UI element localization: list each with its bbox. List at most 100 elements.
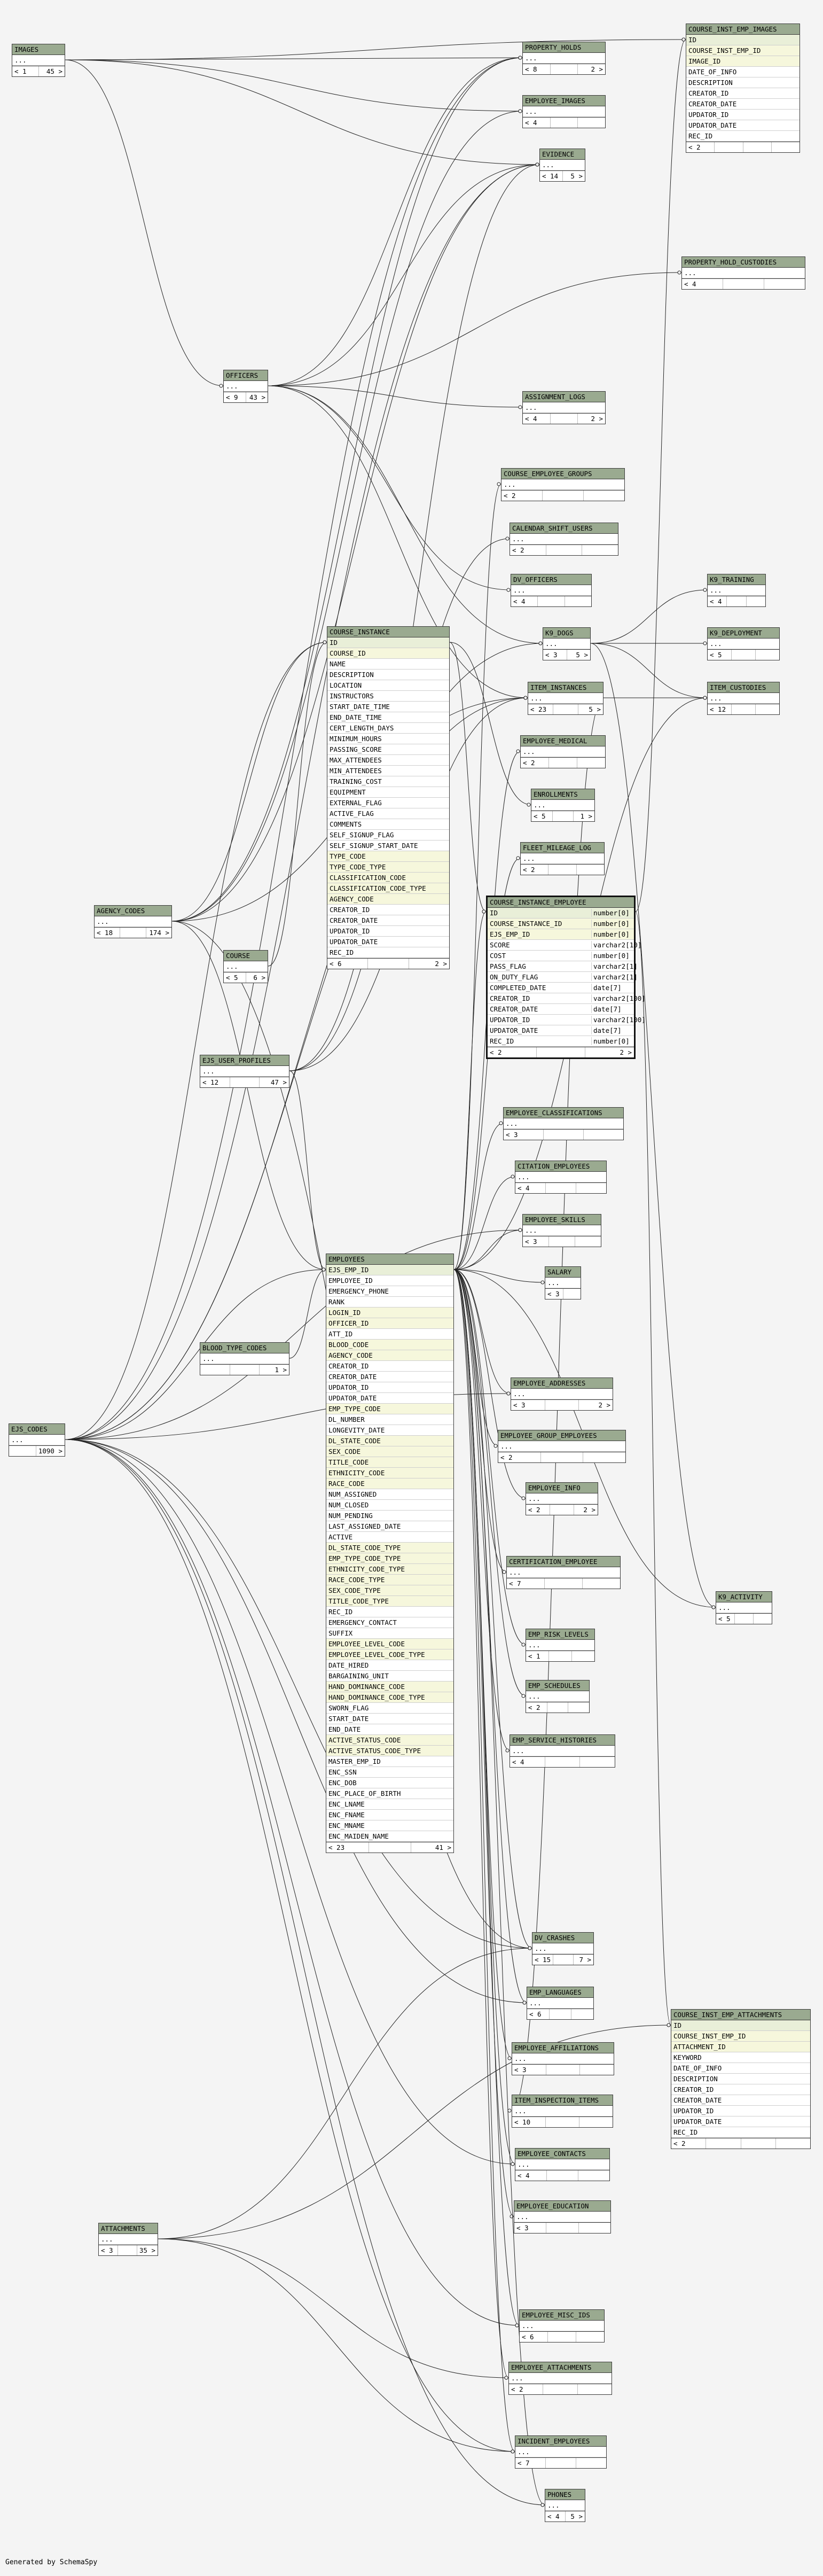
table-name[interactable]: EVIDENCE (540, 149, 585, 160)
table-name[interactable]: INCIDENT_EMPLOYEES (515, 2436, 606, 2447)
table-name[interactable]: EMPLOYEES (326, 1254, 453, 1265)
table-name[interactable]: OFFICERS (224, 370, 268, 381)
table-emp-risk-levels[interactable]: EMP_RISK_LEVELS...< 1 (526, 1629, 595, 1662)
table-name[interactable]: BLOOD_TYPE_CODES (200, 1343, 289, 1353)
table-name[interactable]: EMPLOYEE_INFO (526, 1483, 598, 1493)
table-name[interactable]: CERTIFICATION_EMPLOYEE (507, 1557, 620, 1567)
table-name[interactable]: DV_OFFICERS (511, 574, 591, 585)
table-name[interactable]: COURSE (224, 951, 268, 961)
table-name[interactable]: SALARY (545, 1267, 581, 1278)
table-employee-images[interactable]: EMPLOYEE_IMAGES...< 4 (522, 95, 606, 128)
table-name[interactable]: EMP_LANGUAGES (527, 1987, 593, 1998)
table-name[interactable]: K9_TRAINING (708, 574, 765, 585)
table-employee-classifications[interactable]: EMPLOYEE_CLASSIFICATIONS...< 3 (503, 1107, 624, 1140)
table-employee-affiliations[interactable]: EMPLOYEE_AFFILIATIONS...< 3 (512, 2042, 614, 2075)
table-name[interactable]: EMPLOYEE_IMAGES (523, 96, 605, 106)
table-name[interactable]: ATTACHMENTS (99, 2223, 158, 2234)
table-name[interactable]: COURSE_INST_EMP_ATTACHMENTS (671, 2010, 810, 2020)
table-name[interactable]: EMPLOYEE_GROUP_EMPLOYEES (498, 1430, 625, 1441)
table-name[interactable]: EJS_USER_PROFILES (200, 1055, 289, 1066)
table-name[interactable]: EMP_SCHEDULES (526, 1680, 589, 1691)
table-name[interactable]: ASSIGNMENT_LOGS (523, 392, 605, 402)
table-name[interactable]: EMPLOYEE_SKILLS (523, 1215, 601, 1225)
table-course-employee-groups[interactable]: COURSE_EMPLOYEE_GROUPS...< 2 (501, 468, 625, 501)
table-name[interactable]: EMPLOYEE_ATTACHMENTS (509, 2362, 612, 2373)
table-name[interactable]: K9_DEPLOYMENT (708, 628, 779, 639)
table-name[interactable]: EMPLOYEE_MISC_IDS (520, 2310, 604, 2321)
table-name[interactable]: ITEM_INSTANCES (528, 682, 603, 693)
table-name[interactable]: ITEM_INSPECTION_ITEMS (512, 2095, 613, 2106)
table-name[interactable]: COURSE_INSTANCE (327, 627, 449, 637)
table-employee-skills[interactable]: EMPLOYEE_SKILLS...< 3 (522, 1214, 601, 1247)
table-name[interactable]: EMPLOYEE_EDUCATION (514, 2201, 610, 2212)
table-emp-languages[interactable]: EMP_LANGUAGES...< 6 (527, 1987, 594, 2020)
table-name[interactable]: EMP_RISK_LEVELS (526, 1629, 594, 1640)
table-employee-medical[interactable]: EMPLOYEE_MEDICAL...< 2 (520, 735, 606, 768)
table-emp-schedules[interactable]: EMP_SCHEDULES...< 2 (526, 1680, 590, 1713)
table-name[interactable]: EMPLOYEE_CLASSIFICATIONS (504, 1108, 623, 1118)
table-item-inspection-items[interactable]: ITEM_INSPECTION_ITEMS...< 10 (512, 2095, 613, 2128)
table-name[interactable]: COURSE_INST_EMP_IMAGES (686, 24, 800, 35)
table-name[interactable]: PROPERTY_HOLDS (523, 42, 605, 53)
table-salary[interactable]: SALARY...< 3 (545, 1266, 581, 1299)
table-name[interactable]: EMPLOYEE_CONTACTS (515, 2149, 609, 2159)
table-citation-employees[interactable]: CITATION_EMPLOYEES...< 4 (515, 1161, 607, 1194)
table-name[interactable]: PHONES (545, 2489, 585, 2500)
table-name[interactable]: EJS_CODES (9, 1424, 65, 1435)
table-k9-deployment[interactable]: K9_DEPLOYMENT...< 5 (707, 627, 780, 660)
table-k9-training[interactable]: K9_TRAINING...< 4 (707, 574, 766, 607)
table-name[interactable]: EMPLOYEE_ADDRESSES (511, 1378, 613, 1389)
table-name[interactable]: K9_DOGS (543, 628, 590, 639)
table-name[interactable]: COURSE_INSTANCE_EMPLOYEE (488, 897, 634, 908)
table-name[interactable]: EMP_SERVICE_HISTORIES (510, 1735, 615, 1746)
table-name[interactable]: ENROLLMENTS (531, 789, 594, 800)
table-name[interactable]: EMPLOYEE_MEDICAL (521, 736, 605, 746)
table-name[interactable]: ITEM_CUSTODIES (708, 682, 779, 693)
table-item-custodies[interactable]: ITEM_CUSTODIES...< 12 (707, 682, 780, 715)
table-employee-contacts[interactable]: EMPLOYEE_CONTACTS...< 4 (515, 2148, 610, 2181)
table-employee-attachments[interactable]: EMPLOYEE_ATTACHMENTS...< 2 (508, 2362, 612, 2395)
table-name[interactable]: DV_CRASHES (532, 1933, 593, 1943)
table-name[interactable]: IMAGES (12, 44, 65, 55)
table-certification-employee[interactable]: CERTIFICATION_EMPLOYEE...< 7 (506, 1556, 621, 1589)
table-employee-misc-ids[interactable]: EMPLOYEE_MISC_IDS...< 6 (519, 2309, 605, 2342)
table-name[interactable]: CITATION_EMPLOYEES (515, 1161, 606, 1172)
table-dv-officers[interactable]: DV_OFFICERS...< 4 (511, 574, 592, 607)
table-name[interactable]: EMPLOYEE_AFFILIATIONS (512, 2043, 614, 2053)
table-name[interactable]: CALENDAR_SHIFT_USERS (510, 523, 618, 534)
table-employee-group-employees[interactable]: EMPLOYEE_GROUP_EMPLOYEES...< 2 (498, 1430, 626, 1463)
table-calendar-shift-users[interactable]: CALENDAR_SHIFT_USERS...< 2 (510, 523, 618, 556)
table-property-hold-custodies[interactable]: PROPERTY_HOLD_CUSTODIES...< 4 (681, 256, 805, 290)
table-blood-type-codes[interactable]: BLOOD_TYPE_CODES...1 > (200, 1342, 289, 1375)
table-k9-activity[interactable]: K9_ACTIVITY...< 5 (716, 1591, 772, 1624)
table-name[interactable]: FLEET_MILEAGE_LOG (521, 843, 604, 853)
table-fleet-mileage-log[interactable]: FLEET_MILEAGE_LOG...< 2 (520, 842, 605, 875)
table-ejs-codes[interactable]: EJS_CODES...1090 > (9, 1423, 65, 1457)
table-employee-education[interactable]: EMPLOYEE_EDUCATION...< 3 (514, 2200, 611, 2233)
table-name[interactable]: K9_ACTIVITY (716, 1592, 772, 1602)
table-name[interactable]: PROPERTY_HOLD_CUSTODIES (682, 257, 805, 268)
table-name[interactable]: COURSE_EMPLOYEE_GROUPS (501, 469, 624, 479)
table-name[interactable]: AGENCY_CODES (95, 906, 171, 916)
